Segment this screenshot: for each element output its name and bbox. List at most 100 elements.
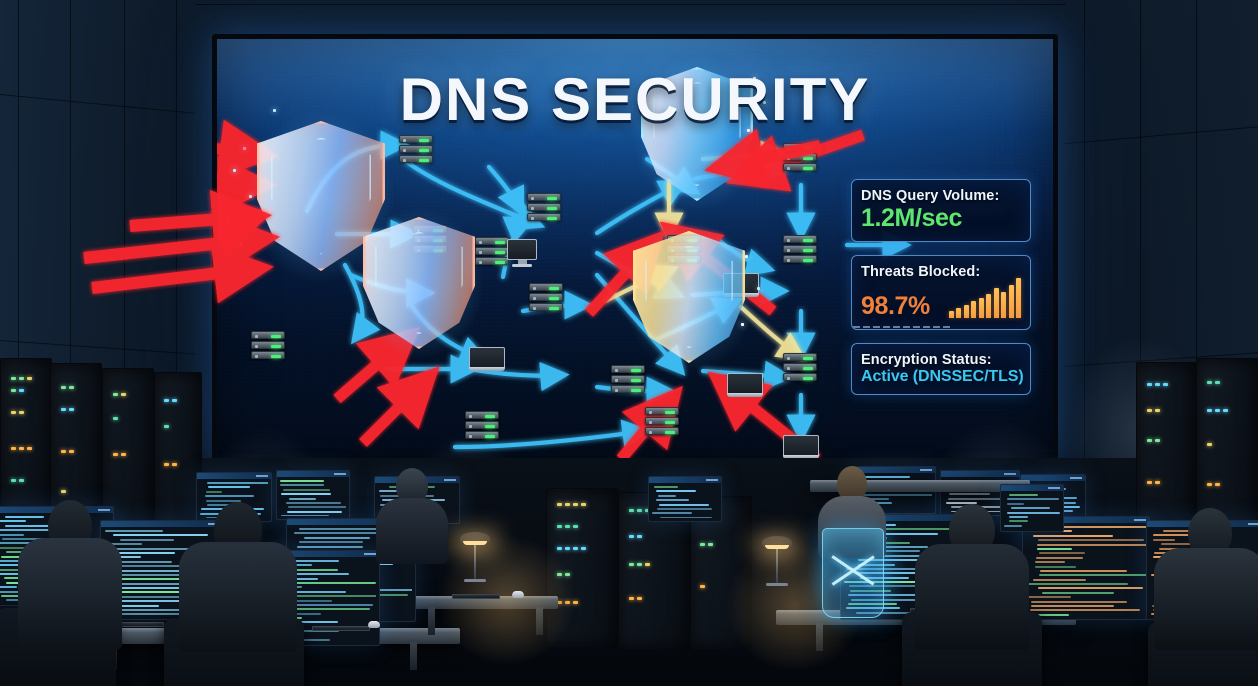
code-line	[283, 488, 331, 491]
laptop-node[interactable]	[469, 347, 505, 371]
code-lines	[1026, 526, 1146, 616]
sparkline-tick	[873, 325, 880, 328]
desk-lamp[interactable]	[762, 536, 792, 586]
code-line	[1007, 502, 1024, 505]
server-cabinet[interactable]	[0, 358, 52, 528]
sparkline-bar	[1008, 284, 1014, 318]
shield-core-left[interactable]	[329, 177, 509, 389]
server-rack-node[interactable]	[783, 353, 817, 383]
server-rack-node[interactable]	[475, 237, 509, 267]
laptop-node[interactable]	[783, 435, 819, 459]
server-rack-node[interactable]	[645, 407, 679, 437]
holographic-shield-projection[interactable]	[822, 528, 884, 618]
server-rack-node[interactable]	[611, 365, 645, 395]
server-rack-node[interactable]	[465, 411, 499, 441]
sparkline-tick	[903, 325, 910, 328]
code-line	[848, 603, 898, 606]
metric-card-dns-query-volume[interactable]: DNS Query Volume: 1.2M/sec	[851, 179, 1031, 242]
sparkline-axis-ticks	[853, 325, 950, 328]
code-line	[5, 516, 45, 518]
console-floor	[0, 358, 1258, 686]
sparkline-bar	[948, 310, 954, 318]
code-line	[267, 590, 347, 593]
shield-lower-right[interactable]	[599, 191, 779, 403]
analyst-person	[376, 468, 448, 564]
code-line	[108, 543, 143, 546]
server-cabinet[interactable]	[1136, 362, 1196, 538]
code-line	[851, 598, 932, 601]
code-line	[263, 608, 371, 611]
sparkline-bar	[978, 297, 984, 318]
code-line	[109, 613, 203, 616]
server-rack-node[interactable]	[527, 193, 561, 223]
code-line	[107, 556, 142, 559]
threats-sparkline-chart	[948, 277, 1021, 320]
code-line	[106, 604, 160, 607]
code-line	[270, 560, 340, 562]
code-line	[1039, 552, 1085, 555]
code-line	[205, 490, 223, 493]
server-rack-node[interactable]	[783, 235, 817, 265]
metric-value: 1.2M/sec	[861, 204, 963, 232]
code-line	[115, 578, 220, 581]
code-line	[1029, 609, 1140, 612]
keyboard[interactable]	[312, 626, 370, 631]
server-cabinet[interactable]	[546, 488, 618, 648]
analyst-monitor[interactable]	[1000, 484, 1064, 532]
laptop-node[interactable]	[727, 373, 763, 397]
page-title: DNS SECURITY	[399, 66, 871, 133]
mouse[interactable]	[368, 621, 380, 628]
code-line	[104, 530, 164, 532]
code-line	[281, 493, 331, 496]
server-cabinet[interactable]	[154, 372, 202, 536]
code-line	[104, 547, 203, 550]
code-line	[207, 486, 251, 489]
sparkline-tick	[883, 325, 890, 328]
server-rack-node[interactable]	[529, 283, 563, 313]
monitor-node[interactable]	[507, 239, 537, 267]
code-line	[108, 609, 184, 612]
code-line	[113, 534, 208, 537]
code-line	[298, 541, 363, 544]
server-rack-node[interactable]	[251, 331, 285, 361]
code-line	[1030, 605, 1114, 608]
code-line	[1032, 534, 1113, 537]
code-line	[1027, 596, 1072, 599]
analyst-monitor[interactable]	[276, 470, 350, 520]
code-line	[4, 524, 83, 527]
server-rack-node[interactable]	[783, 143, 817, 173]
metric-card-encryption-status[interactable]: Encryption Status: Active (DNSSEC/TLS)	[851, 342, 1031, 396]
sparkline-tick	[933, 325, 940, 328]
analyst-monitor[interactable]	[648, 476, 722, 522]
code-line	[657, 507, 712, 510]
code-line	[296, 545, 363, 548]
desk-lamp[interactable]	[460, 532, 490, 582]
code-line	[1163, 530, 1207, 532]
code-line	[658, 494, 677, 497]
code-line	[858, 559, 959, 562]
mouse[interactable]	[512, 591, 524, 598]
keyboard[interactable]	[452, 594, 500, 599]
code-line	[659, 516, 713, 518]
code-line	[286, 501, 342, 504]
code-line	[849, 585, 946, 588]
code-line	[1004, 524, 1023, 527]
code-line	[280, 484, 325, 487]
sparkline-tick	[913, 325, 920, 328]
code-lines	[104, 530, 220, 616]
code-line	[114, 600, 189, 603]
code-lines	[1004, 494, 1060, 528]
code-line	[304, 536, 370, 539]
code-line	[106, 569, 204, 572]
wall-display-screen[interactable]: DNS SECURITY	[217, 39, 1053, 459]
analyst-monitor[interactable]	[1022, 516, 1150, 620]
ceiling-seam	[196, 4, 1066, 5]
code-line	[272, 599, 332, 602]
server-rack-node[interactable]	[399, 135, 433, 165]
metric-card-threats-blocked[interactable]: Threats Blocked: 98.7%	[851, 254, 1031, 330]
code-line	[120, 538, 174, 541]
code-line	[1152, 534, 1206, 537]
code-line	[656, 499, 690, 502]
wall-seam	[18, 0, 19, 470]
code-line	[1034, 565, 1077, 568]
